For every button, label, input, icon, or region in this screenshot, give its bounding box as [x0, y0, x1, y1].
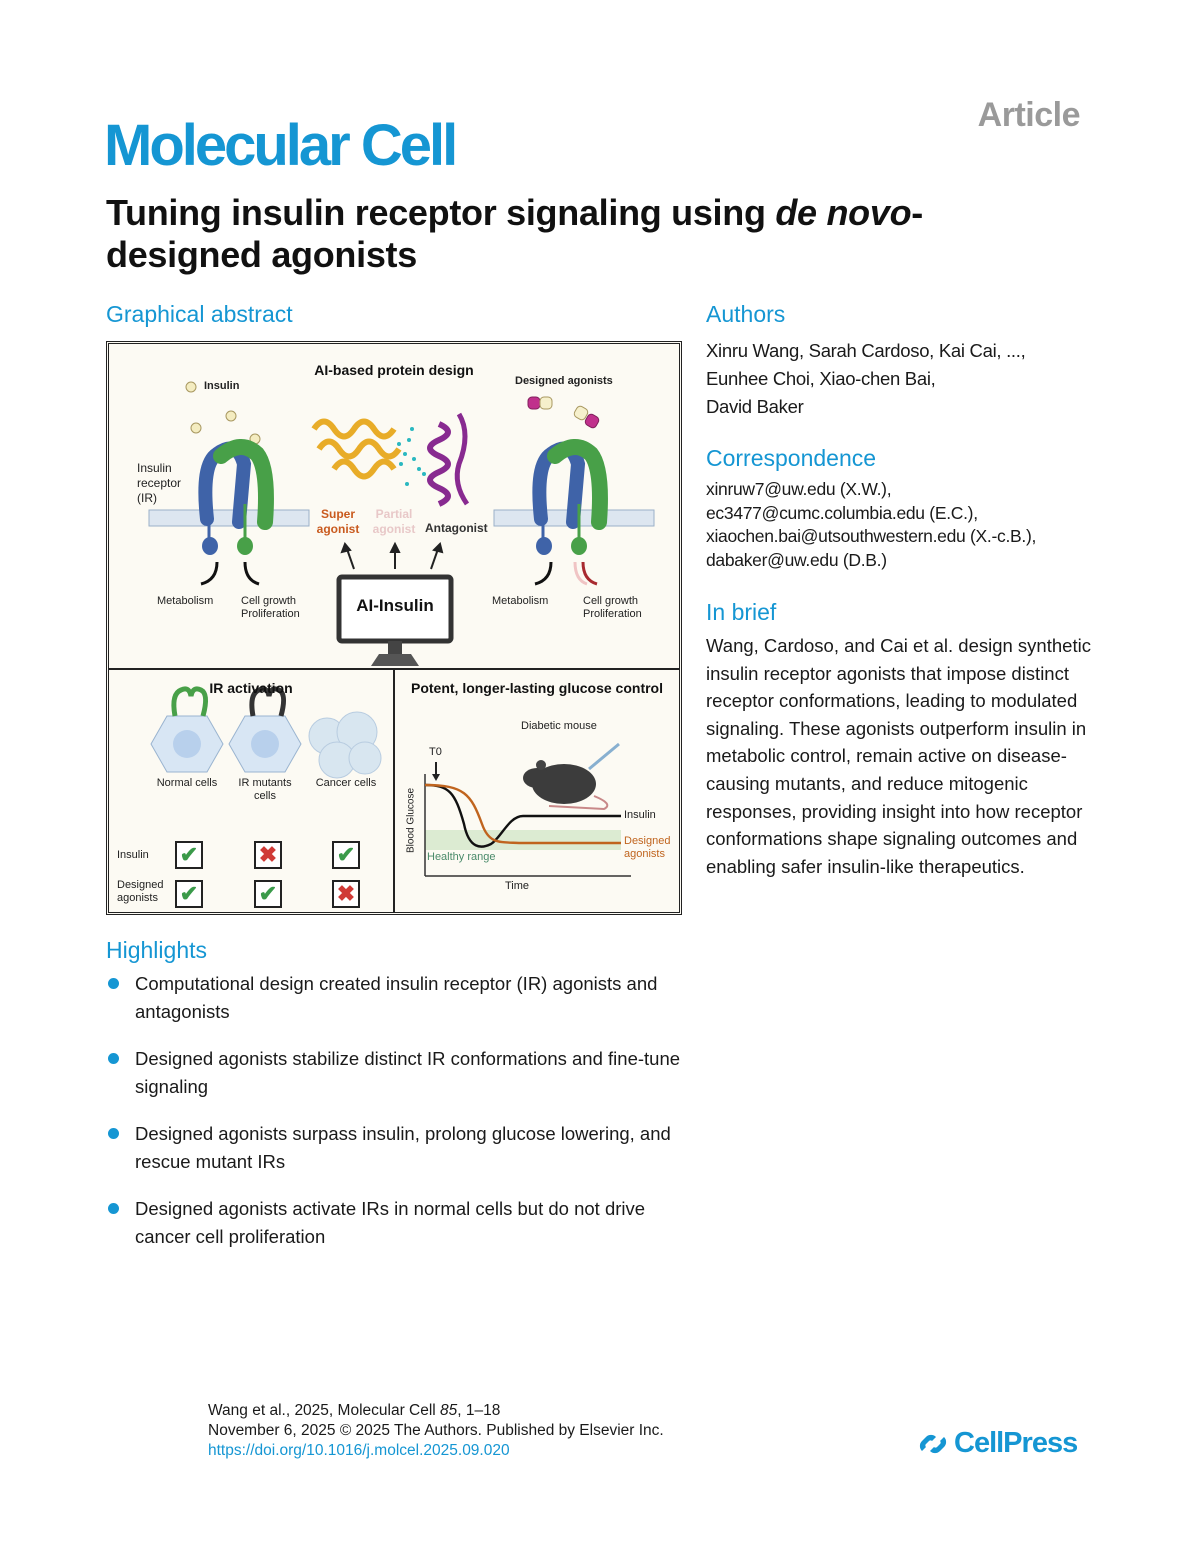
- ai-protein-design-title: AI-based protein design: [314, 362, 474, 378]
- mouse-label: Diabetic mouse: [521, 720, 597, 732]
- x-axis-label: Time: [505, 880, 530, 892]
- doi-link[interactable]: https://doi.org/10.1016/j.molcel.2025.09…: [208, 1442, 510, 1459]
- article-type-label: Article: [977, 96, 1081, 134]
- highlight-item: Designed agonists surpass insulin, prolo…: [106, 1120, 696, 1175]
- membrane-left: [148, 509, 310, 527]
- in-brief-text: Wang, Cardoso, and Cai et al. design syn…: [706, 635, 1091, 877]
- citation-footer: Wang et al., 2025, Molecular Cell 85, 1–…: [208, 1401, 664, 1461]
- highlights-heading: Highlights: [106, 937, 207, 963]
- cellpress-logo-icon: [919, 1434, 947, 1453]
- t0-label: T0: [429, 746, 442, 758]
- cell-normal: [150, 686, 224, 773]
- category-antagonist: Antagonist: [425, 521, 488, 535]
- authors-list: Xinru Wang, Sarah Cardoso, Kai Cai, ...,…: [706, 337, 1086, 421]
- correspondence-email[interactable]: xiaochen.bai@utsouthwestern.edu (X.-c.B.…: [706, 526, 1037, 546]
- category-partial-agonist: Partial agonist: [372, 507, 416, 536]
- panel-divider-vertical: [393, 668, 395, 912]
- bullet-icon: [108, 1053, 119, 1064]
- cross-icon: ✖: [332, 880, 360, 908]
- highlights-list: Computational design created insulin rec…: [106, 970, 696, 1270]
- journal-title: Molecular Cell: [104, 113, 458, 178]
- bullet-icon: [108, 1203, 119, 1214]
- bullet-icon: [108, 978, 119, 989]
- citation-pages: , 1–18: [457, 1402, 501, 1419]
- title-part2: -designed agonists: [106, 192, 923, 275]
- glucose-chart: [424, 742, 631, 877]
- authors-heading: Authors: [706, 301, 786, 327]
- protein-structures: [311, 412, 470, 507]
- ir-activation-title: IR activation: [209, 680, 293, 696]
- healthy-range-band: [425, 830, 621, 850]
- correspondence-list: xinruw7@uw.edu (X.W.), ec3477@cumc.colum…: [706, 478, 1086, 572]
- highlight-text: Computational design created insulin rec…: [135, 973, 658, 1022]
- cell-label-cancer: Cancer cells: [315, 777, 377, 789]
- author-line: Xinru Wang, Sarah Cardoso, Kai Cai, ...,: [706, 340, 1026, 361]
- arrows-left: [200, 561, 260, 586]
- cell-label-normal: Normal cells: [156, 777, 218, 789]
- date-line: November 6, 2025 © 2025 The Authors. Pub…: [208, 1422, 664, 1439]
- correspondence-email[interactable]: dabaker@uw.edu (D.B.): [706, 549, 887, 570]
- citation-line: Wang et al., 2025, Molecular Cell 85, 1–…: [208, 1401, 664, 1421]
- insulin-receptor-right: [532, 439, 608, 555]
- insulin-receptor-left: [198, 439, 274, 555]
- highlight-text: Designed agonists surpass insulin, prolo…: [135, 1123, 671, 1172]
- row-label-designed: Designed agonists: [117, 879, 164, 904]
- receptor-label: Insulin receptor (IR): [137, 461, 182, 505]
- title-part1: Tuning insulin receptor signaling using: [106, 192, 776, 233]
- glucose-panel-title: Potent, longer-lasting glucose control: [410, 680, 663, 696]
- category-super-agonist: Super agonist: [316, 507, 360, 536]
- highlight-item: Computational design created insulin rec…: [106, 970, 696, 1025]
- category-arrows: [340, 541, 444, 570]
- right-output-metabolism: Metabolism: [492, 595, 549, 607]
- correspondence-email[interactable]: xinruw7@uw.edu (X.W.),: [706, 479, 892, 499]
- cell-ir-mutant: [228, 686, 302, 773]
- cell-label-mutant: IR mutants cells: [238, 777, 292, 802]
- legend-insulin: Insulin: [624, 809, 656, 821]
- citation-prefix: Wang et al., 2025, Molecular Cell: [208, 1402, 441, 1419]
- check-icon: ✔: [175, 841, 203, 869]
- legend-designed-agonists: Designed agonists: [624, 835, 671, 860]
- title-italic: de novo: [775, 192, 912, 233]
- series-designed-agonists: [424, 783, 621, 845]
- highlight-text: Designed agonists activate IRs in normal…: [135, 1198, 646, 1247]
- abstract-illustration: [148, 381, 655, 877]
- check-icon: ✔: [175, 880, 203, 908]
- insulin-molecules: [185, 381, 261, 445]
- cellpress-logo[interactable]: CellPress: [918, 1427, 1078, 1460]
- author-line: Eunhee Choi, Xiao-chen Bai,: [706, 368, 936, 389]
- cellpress-wordmark: CellPress: [954, 1427, 1078, 1459]
- healthy-range-label: Healthy range: [427, 851, 496, 863]
- y-axis-label: Blood Glucose: [405, 787, 417, 854]
- monitor-label: AI-Insulin: [356, 596, 434, 615]
- article-title: Tuning insulin receptor signaling using …: [106, 192, 1066, 276]
- cell-cancer: [308, 711, 382, 779]
- designed-agonists-legend: Designed agonists: [515, 375, 613, 387]
- citation-volume: 85: [440, 1402, 458, 1419]
- mouse-icon: [523, 742, 620, 811]
- correspondence-heading: Correspondence: [706, 445, 877, 471]
- correspondence-email[interactable]: ec3477@cumc.columbia.edu (E.C.),: [706, 502, 978, 523]
- insulin-legend: Insulin: [204, 380, 240, 392]
- left-output-metabolism: Metabolism: [157, 595, 214, 607]
- highlight-item: Designed agonists activate IRs in normal…: [106, 1195, 696, 1250]
- left-output-growth: Cell growth Proliferation: [241, 595, 300, 620]
- designed-agonist-molecules: [527, 396, 600, 429]
- monitor-icon: [336, 574, 454, 666]
- author-line: David Baker: [706, 396, 804, 417]
- highlight-item: Designed agonists stabilize distinct IR …: [106, 1045, 696, 1100]
- in-brief-heading: In brief: [706, 599, 777, 625]
- check-icon: ✔: [254, 880, 282, 908]
- bullet-icon: [108, 1128, 119, 1139]
- right-output-growth: Cell growth Proliferation: [583, 595, 642, 620]
- arrows-right: [534, 561, 598, 586]
- series-insulin: [424, 783, 621, 848]
- graphical-abstract-heading: Graphical abstract: [106, 301, 293, 327]
- highlight-text: Designed agonists stabilize distinct IR …: [135, 1048, 681, 1097]
- row-label-insulin: Insulin: [117, 849, 149, 861]
- graphical-abstract: AI-based protein design Insulin Insulin …: [106, 341, 682, 915]
- check-icon: ✔: [332, 841, 360, 869]
- cross-icon: ✖: [254, 841, 282, 869]
